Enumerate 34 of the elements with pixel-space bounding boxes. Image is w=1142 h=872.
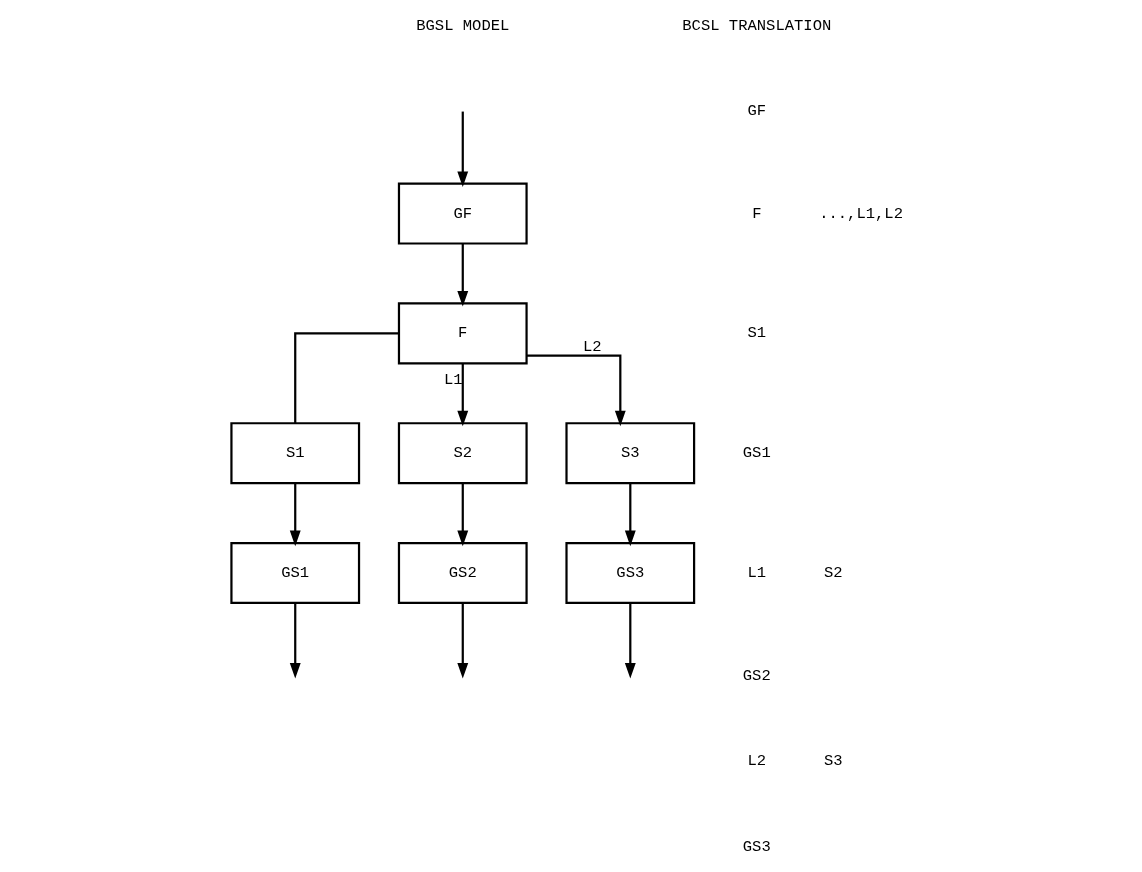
arrow — [456, 243, 468, 307]
label: BCSL TRANSLATION — [681, 16, 831, 35]
node-box: GF — [397, 182, 528, 245]
node-box: F — [397, 302, 528, 365]
label: GS3 — [742, 837, 771, 856]
arrow — [624, 483, 636, 547]
label: F — [751, 204, 761, 223]
label: L1 — [746, 564, 766, 583]
label: GS1 — [742, 444, 771, 463]
node-box: GS3 — [564, 541, 695, 605]
connector — [293, 332, 399, 423]
arrow — [456, 483, 468, 547]
arrow — [456, 111, 468, 187]
node-box: GS2 — [397, 541, 528, 605]
arrow — [526, 354, 626, 427]
node-box: S3 — [564, 422, 695, 485]
edge-label: L1 — [443, 370, 463, 389]
label: GF — [746, 102, 766, 121]
label: ...,L1,L2 — [818, 204, 903, 223]
arrow — [289, 603, 301, 679]
node-box: S1 — [229, 422, 360, 485]
label: GS2 — [742, 666, 771, 685]
edge-label: L2 — [582, 338, 602, 357]
arrow — [456, 603, 468, 679]
label: S1 — [746, 324, 766, 343]
node-box: GS1 — [229, 541, 360, 605]
arrow — [624, 603, 636, 679]
node-box: S2 — [397, 422, 528, 485]
arrow — [289, 483, 301, 547]
label: BGSL MODEL — [415, 16, 509, 35]
label: S2 — [823, 564, 843, 583]
arrow — [456, 363, 468, 427]
label: S3 — [823, 752, 843, 771]
label: L2 — [746, 752, 766, 771]
